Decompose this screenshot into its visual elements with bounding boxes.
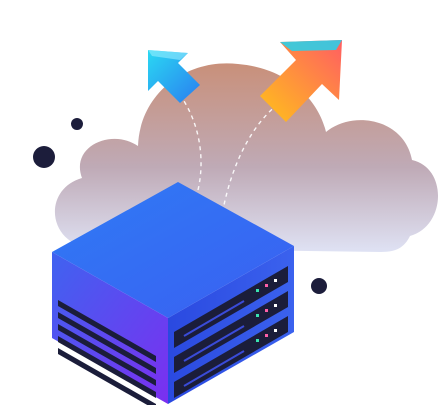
vent-slot <box>58 348 156 405</box>
drive-bay <box>174 291 288 373</box>
status-led-icon <box>256 339 259 342</box>
arrow-up-right-icon <box>260 40 342 122</box>
drive-bay <box>174 316 288 398</box>
server-vent-slots <box>58 300 156 405</box>
status-led-icon <box>274 304 277 307</box>
arrow-up-left-icon <box>148 50 200 103</box>
status-led-icon <box>274 279 277 282</box>
decor-dot-right <box>311 278 327 294</box>
vent-slot <box>58 324 156 386</box>
vent-slot <box>58 336 156 398</box>
server-box <box>52 182 294 405</box>
server-left-face <box>52 252 168 404</box>
status-led-icon <box>265 334 268 337</box>
vent-slot <box>58 300 156 362</box>
status-led-icon <box>256 289 259 292</box>
status-led-icon <box>256 314 259 317</box>
status-led-icon <box>265 284 268 287</box>
drive-bay-handle <box>183 325 245 362</box>
drive-bay-handle <box>183 350 245 387</box>
decor-dot-large <box>33 146 55 168</box>
upload-trail-left <box>181 97 202 191</box>
server-drive-bays <box>174 266 288 398</box>
server-top-face <box>52 182 294 318</box>
status-led-icon <box>265 309 268 312</box>
vent-slot <box>58 312 156 374</box>
drive-bay-handle <box>183 300 245 337</box>
decor-dot-small <box>71 118 83 130</box>
drive-bay <box>174 266 288 348</box>
status-led-icon <box>274 329 277 332</box>
